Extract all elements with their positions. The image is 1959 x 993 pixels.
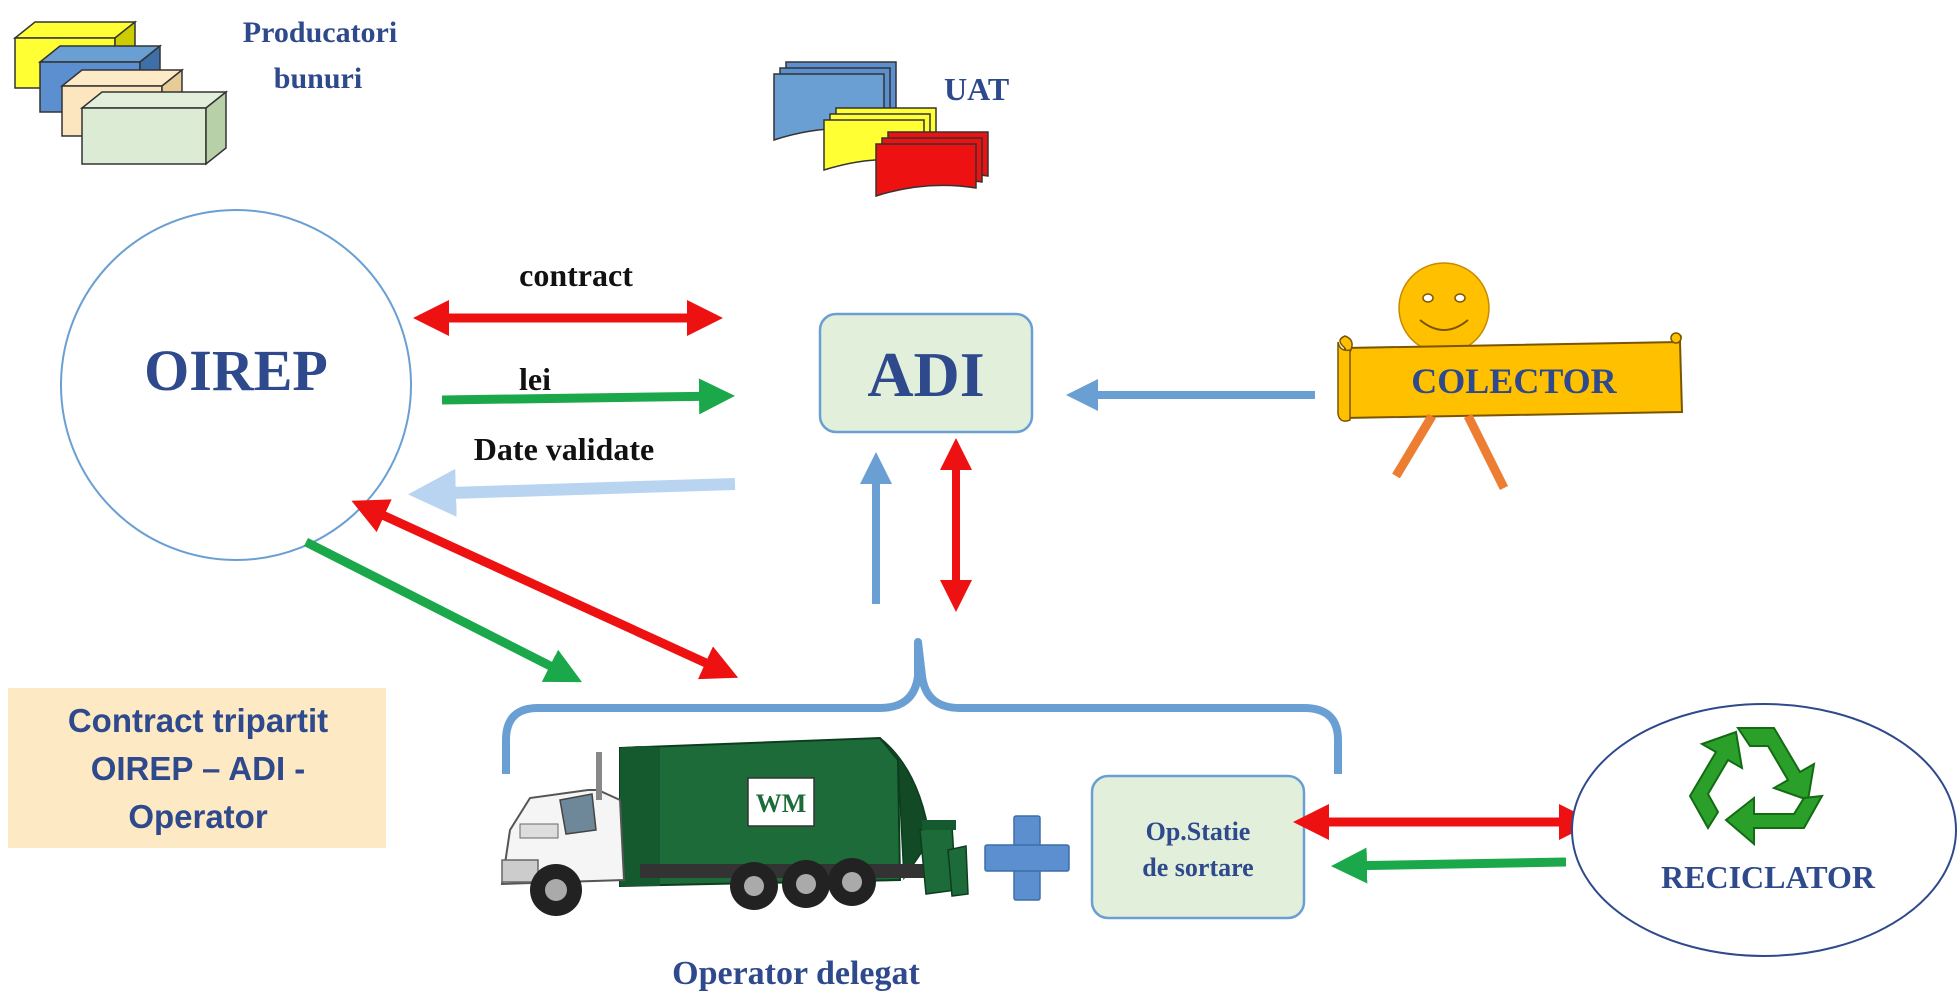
adi-label: ADI xyxy=(867,339,984,410)
reciclator-node xyxy=(1571,703,1957,957)
tripartite-contract-box xyxy=(8,688,386,848)
sorting-label-line2: de sortare xyxy=(1142,853,1253,882)
tripartite-label-line1: Contract tripartit xyxy=(68,702,328,739)
operator-brace xyxy=(502,638,1342,774)
tripartite-label-line2: OIREP – ADI - xyxy=(91,750,306,787)
operator-delegat-label: Operator delegat xyxy=(672,955,920,992)
plus-icon xyxy=(984,815,1070,901)
producers-label-line2: bunuri xyxy=(274,62,362,95)
date-validate-arrow xyxy=(408,468,736,517)
lei-arrow xyxy=(441,378,735,415)
sorting-label-line1: Op.Statie xyxy=(1146,817,1251,846)
smiley-person-icon xyxy=(1337,262,1684,491)
oirep-node xyxy=(60,209,412,561)
truck-logo: WM xyxy=(756,789,807,818)
garbage-truck-icon: WM xyxy=(500,736,969,916)
oirep-operator-green-arrow xyxy=(303,537,583,683)
producers-label-line1: Producatori xyxy=(243,16,397,49)
adi-node xyxy=(818,312,1034,434)
tripartite-label-line3: Operator xyxy=(128,798,268,835)
reciclator-label: RECICLATOR xyxy=(1661,859,1876,895)
recycler-to-sorting-green-arrow xyxy=(1331,847,1567,884)
contract-label: contract xyxy=(519,257,633,293)
sorting-station-node xyxy=(1090,774,1306,920)
oirep-operator-red-arrow xyxy=(351,499,739,680)
uat-label: UAT xyxy=(944,71,1009,107)
stacked-documents-icon xyxy=(773,61,989,198)
lei-label: lei xyxy=(519,361,551,397)
stacked-boxes-icon xyxy=(12,20,229,166)
colector-label: COLECTOR xyxy=(1411,361,1617,401)
date-validate-label: Date validate xyxy=(474,431,654,467)
recycle-icon xyxy=(1688,727,1824,847)
oirep-label: OIREP xyxy=(144,338,328,403)
